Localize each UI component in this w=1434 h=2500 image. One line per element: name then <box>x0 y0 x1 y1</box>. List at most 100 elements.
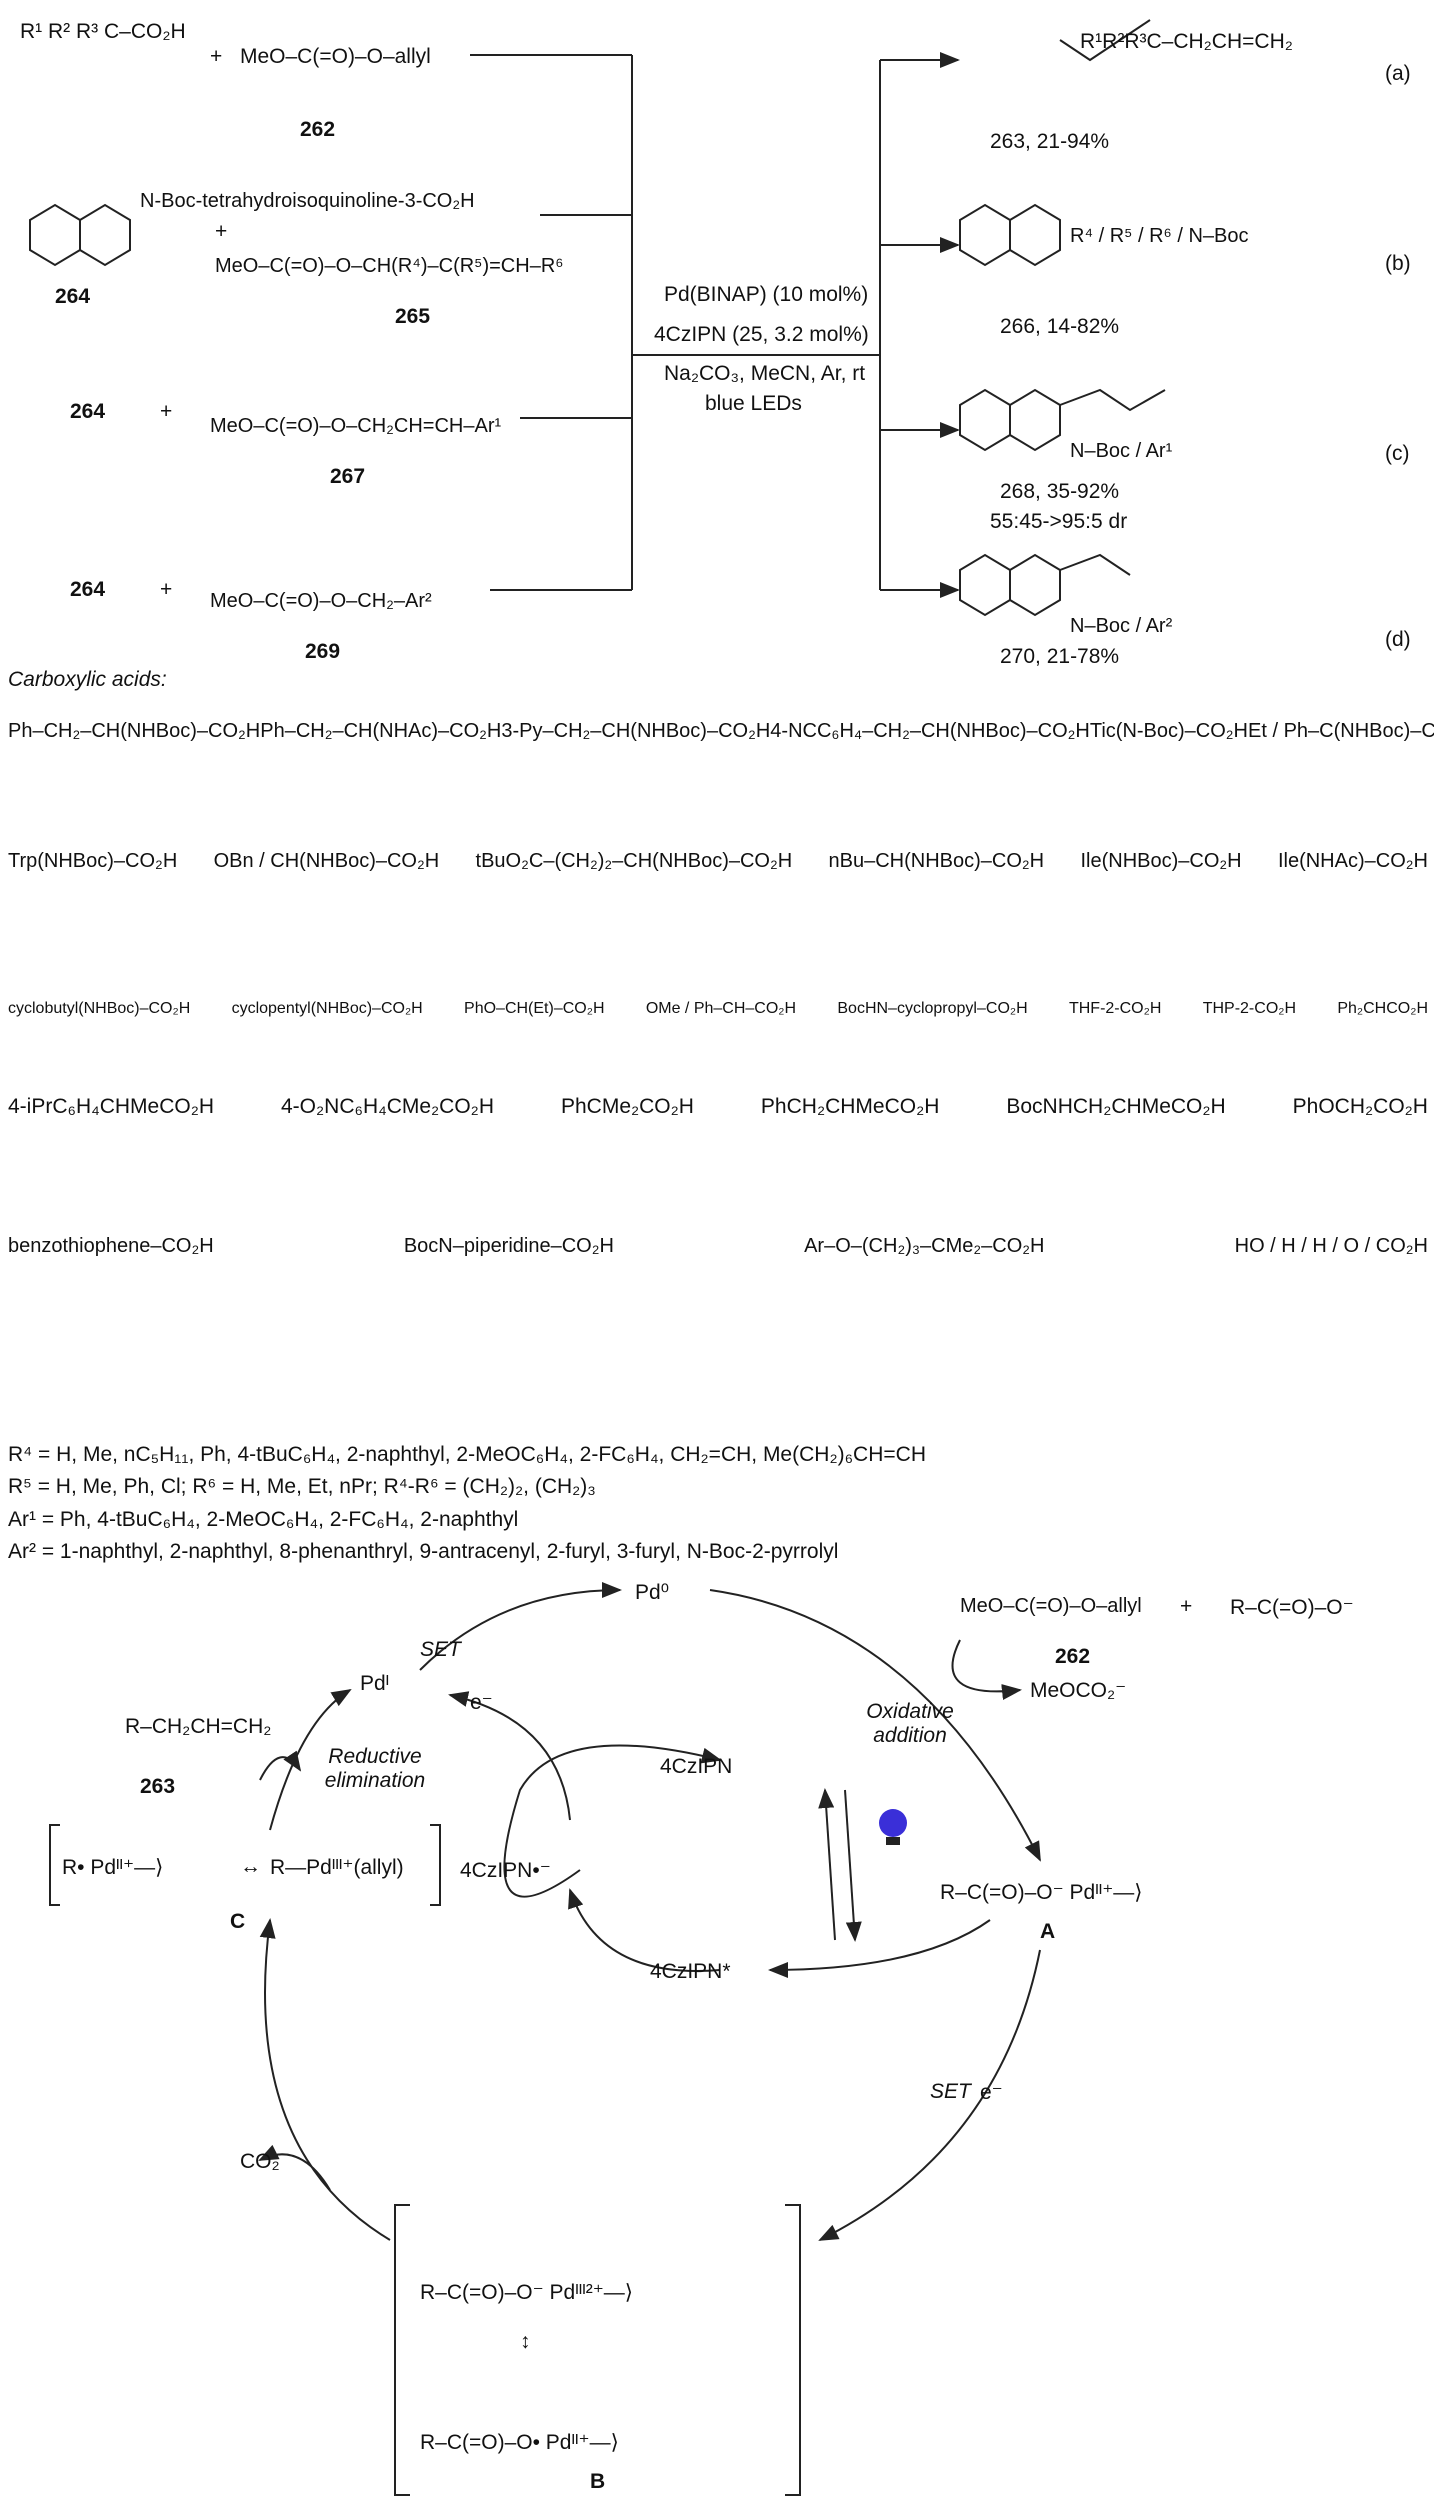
plus-d: + <box>160 578 173 601</box>
acid-item: Et / Ph–C(NHBoc)–CO₂H <box>1248 720 1434 742</box>
product-label-263: 263, 21-94% <box>990 130 1110 153</box>
intermediate-c-right: R—Pdᴵᴵᴵ⁺(allyl) <box>270 1856 404 1879</box>
acid-item: THP-2-CO₂H <box>1202 1000 1297 1017</box>
label-a: A <box>1040 1920 1056 1943</box>
set-bottom: SET <box>930 2080 971 2103</box>
acid-item: cyclobutyl(NHBoc)–CO₂H <box>8 1000 191 1017</box>
conditions-line2: 4CzIPN (25, 3.2 mol%) <box>654 323 869 346</box>
definition-ar1: Ar¹ = Ph, 4-tBuC₆H₄, 2-MeOC₆H₄, 2-FC₆H₄,… <box>8 1508 519 1531</box>
intermediate-b-arrow: ↕ <box>520 2330 531 2353</box>
product-label-266: 266, 14-82% <box>1000 315 1120 338</box>
electron-label: e⁻ <box>470 1691 493 1714</box>
allyl-carbonate-id: 262 <box>1055 1645 1091 1668</box>
acid-item: Ile(NHBoc)–CO₂H <box>1080 850 1242 872</box>
acid-item: BocN–piperidine–CO₂H <box>403 1235 614 1257</box>
pd0: Pd⁰ <box>635 1581 670 1604</box>
acid-id-264-c: 264 <box>70 400 106 423</box>
definition-r5-r6: R⁵ = H, Me, Ph, Cl; R⁶ = H, Me, Et, nPr;… <box>8 1475 596 1498</box>
acid-item: 4-O₂NC₆H₄CMe₂CO₂H <box>281 1095 495 1118</box>
acid-item: PhCMe₂CO₂H <box>560 1095 694 1118</box>
conditions-line3: Na₂CO₃, MeCN, Ar, rt <box>664 362 866 385</box>
acid-id-264-d: 264 <box>70 578 106 601</box>
acid-item: Ph–CH₂–CH(NHAc)–CO₂H <box>260 720 502 742</box>
reagent-id-267: 267 <box>330 465 366 488</box>
acid-row: Ph–CH₂–CH(NHBoc)–CO₂H Ph–CH₂–CH(NHAc)–CO… <box>8 720 1434 850</box>
reagent-262: MeO–C(=O)–O–allyl <box>240 45 431 68</box>
product-label-268: 268, 35-92% <box>1000 480 1120 503</box>
plus-c: + <box>160 400 173 423</box>
co2: CO₂ <box>240 2150 280 2173</box>
reagent-id-262: 262 <box>300 118 336 141</box>
acid-item: BocNHCH₂CHMeCO₂H <box>1006 1095 1226 1118</box>
acid-item: PhOCH₂CO₂H <box>1292 1095 1428 1118</box>
acid-item: Ph₂CHCO₂H <box>1337 1000 1428 1017</box>
reductive-elimination-label: Reductive elimination <box>324 1745 426 1792</box>
czipn: 4CzIPN <box>660 1755 733 1778</box>
tag-a: (a) <box>1385 62 1411 85</box>
set-top: SET <box>420 1638 461 1661</box>
acid-item: cyclopentyl(NHBoc)–CO₂H <box>231 1000 423 1017</box>
tag-c: (c) <box>1385 442 1410 465</box>
acid-item: PhO–CH(Et)–CO₂H <box>464 1000 605 1017</box>
acid-item: Ar–O–(CH₂)₃–CMe₂–CO₂H <box>804 1235 1045 1257</box>
electron-bottom: e⁻ <box>980 2081 1003 2104</box>
product-263-mech: R–CH₂CH=CH₂ <box>125 1715 272 1738</box>
acid-item: benzothiophene–CO₂H <box>8 1235 214 1257</box>
intermediate-a: R–C(=O)–O⁻ Pdᴵᴵ⁺—⟩ <box>940 1881 1143 1904</box>
acid-row: cyclobutyl(NHBoc)–CO₂H cyclopentyl(NHBoc… <box>8 1000 1428 1095</box>
reagent-id-265: 265 <box>395 305 431 328</box>
acid-row: Trp(NHBoc)–CO₂H OBn / CH(NHBoc)–CO₂H tBu… <box>8 850 1428 1000</box>
definition-ar2: Ar² = 1-naphthyl, 2-naphthyl, 8-phenanth… <box>8 1540 839 1563</box>
intermediate-b-top: R–C(=O)–O⁻ Pdᴵᴵᴵ²⁺—⟩ <box>420 2281 634 2304</box>
acid-item: 4-NCC₆H₄–CH₂–CH(NHBoc)–CO₂H <box>770 720 1090 742</box>
intermediate-b-bottom: R–C(=O)–O• Pdᴵᴵ⁺—⟩ <box>420 2431 619 2454</box>
reagent-269: MeO–C(=O)–O–CH₂–Ar² <box>210 590 432 612</box>
acid-item: BocHN–cyclopropyl–CO₂H <box>837 1000 1028 1017</box>
conditions-line1: Pd(BINAP) (10 mol%) <box>664 283 869 306</box>
label-c: C <box>230 1910 246 1933</box>
acid-item: PhCH₂CHMeCO₂H <box>760 1095 940 1118</box>
reagent-265: MeO–C(=O)–O–CH(R⁴)–C(R⁵)=CH–R⁶ <box>215 255 564 277</box>
czipn-excited: 4CzIPN* <box>650 1960 731 1983</box>
acid-item: HO / H / H / O / CO₂H <box>1234 1235 1428 1257</box>
acid-item: Ph–CH₂–CH(NHBoc)–CO₂H <box>8 720 261 742</box>
product-263: R¹R²R³C–CH₂CH=CH₂ <box>1080 30 1293 53</box>
acid-row: benzothiophene–CO₂H BocN–piperidine–CO₂H… <box>8 1185 1428 1365</box>
acid-item: nBu–CH(NHBoc)–CO₂H <box>828 850 1045 872</box>
product-label-270: 270, 21-78% <box>1000 645 1120 668</box>
czipn-radical-anion: 4CzIPN•⁻ <box>460 1859 551 1882</box>
plus-mech: + <box>1180 1595 1193 1618</box>
acid-item: Trp(NHBoc)–CO₂H <box>8 850 178 872</box>
acid-item: Ile(NHAc)–CO₂H <box>1277 850 1428 872</box>
conditions-line4: blue LEDs <box>705 392 802 415</box>
intermediate-c-arrow: ↔ <box>240 1855 261 1878</box>
acid-item: THF-2-CO₂H <box>1068 1000 1162 1017</box>
carboxylate: R–C(=O)–O⁻ <box>1230 1596 1354 1619</box>
oxidative-addition-label: Oxidative addition <box>866 1700 954 1747</box>
product-268: N–Boc / Ar¹ <box>1070 440 1173 462</box>
acid-row: 4-iPrC₆H₄CHMeCO₂H 4-O₂NC₆H₄CMe₂CO₂H PhCM… <box>8 1095 1428 1185</box>
tag-d: (d) <box>1385 628 1411 651</box>
intermediate-c-left: R• Pdᴵᴵ⁺—⟩ <box>62 1856 164 1879</box>
reagent-id-269: 269 <box>305 640 341 663</box>
pdI: Pdᴵ <box>360 1672 390 1695</box>
acids-heading: Carboxylic acids: <box>8 668 167 691</box>
light-bulb-icon <box>879 1809 907 1845</box>
tag-b: (b) <box>1385 252 1411 275</box>
acid-item: Tic(N-Boc)–CO₂H <box>1089 720 1248 742</box>
allyl-carbonate: MeO–C(=O)–O–allyl <box>960 1595 1142 1617</box>
definition-r4: R⁴ = H, Me, nC₅H₁₁, Ph, 4-tBuC₆H₄, 2-nap… <box>8 1443 926 1466</box>
label-b: B <box>590 2470 606 2493</box>
acid-item: OMe / Ph–CH–CO₂H <box>645 1000 797 1017</box>
plus-b: + <box>215 220 228 243</box>
product-263-id: 263 <box>140 1775 176 1798</box>
acid-item: OBn / CH(NHBoc)–CO₂H <box>213 850 440 872</box>
dr-268: 55:45->95:5 dr <box>990 510 1128 533</box>
product-266: R⁴ / R⁵ / R⁶ / N–Boc <box>1070 225 1249 247</box>
acid-item: 4-iPrC₆H₄CHMeCO₂H <box>8 1095 215 1118</box>
acid-id-264: 264 <box>55 285 91 308</box>
methylcarbonate: MeOCO₂⁻ <box>1030 1679 1127 1702</box>
acid-a: R¹ R² R³ C–CO₂H <box>20 20 186 43</box>
